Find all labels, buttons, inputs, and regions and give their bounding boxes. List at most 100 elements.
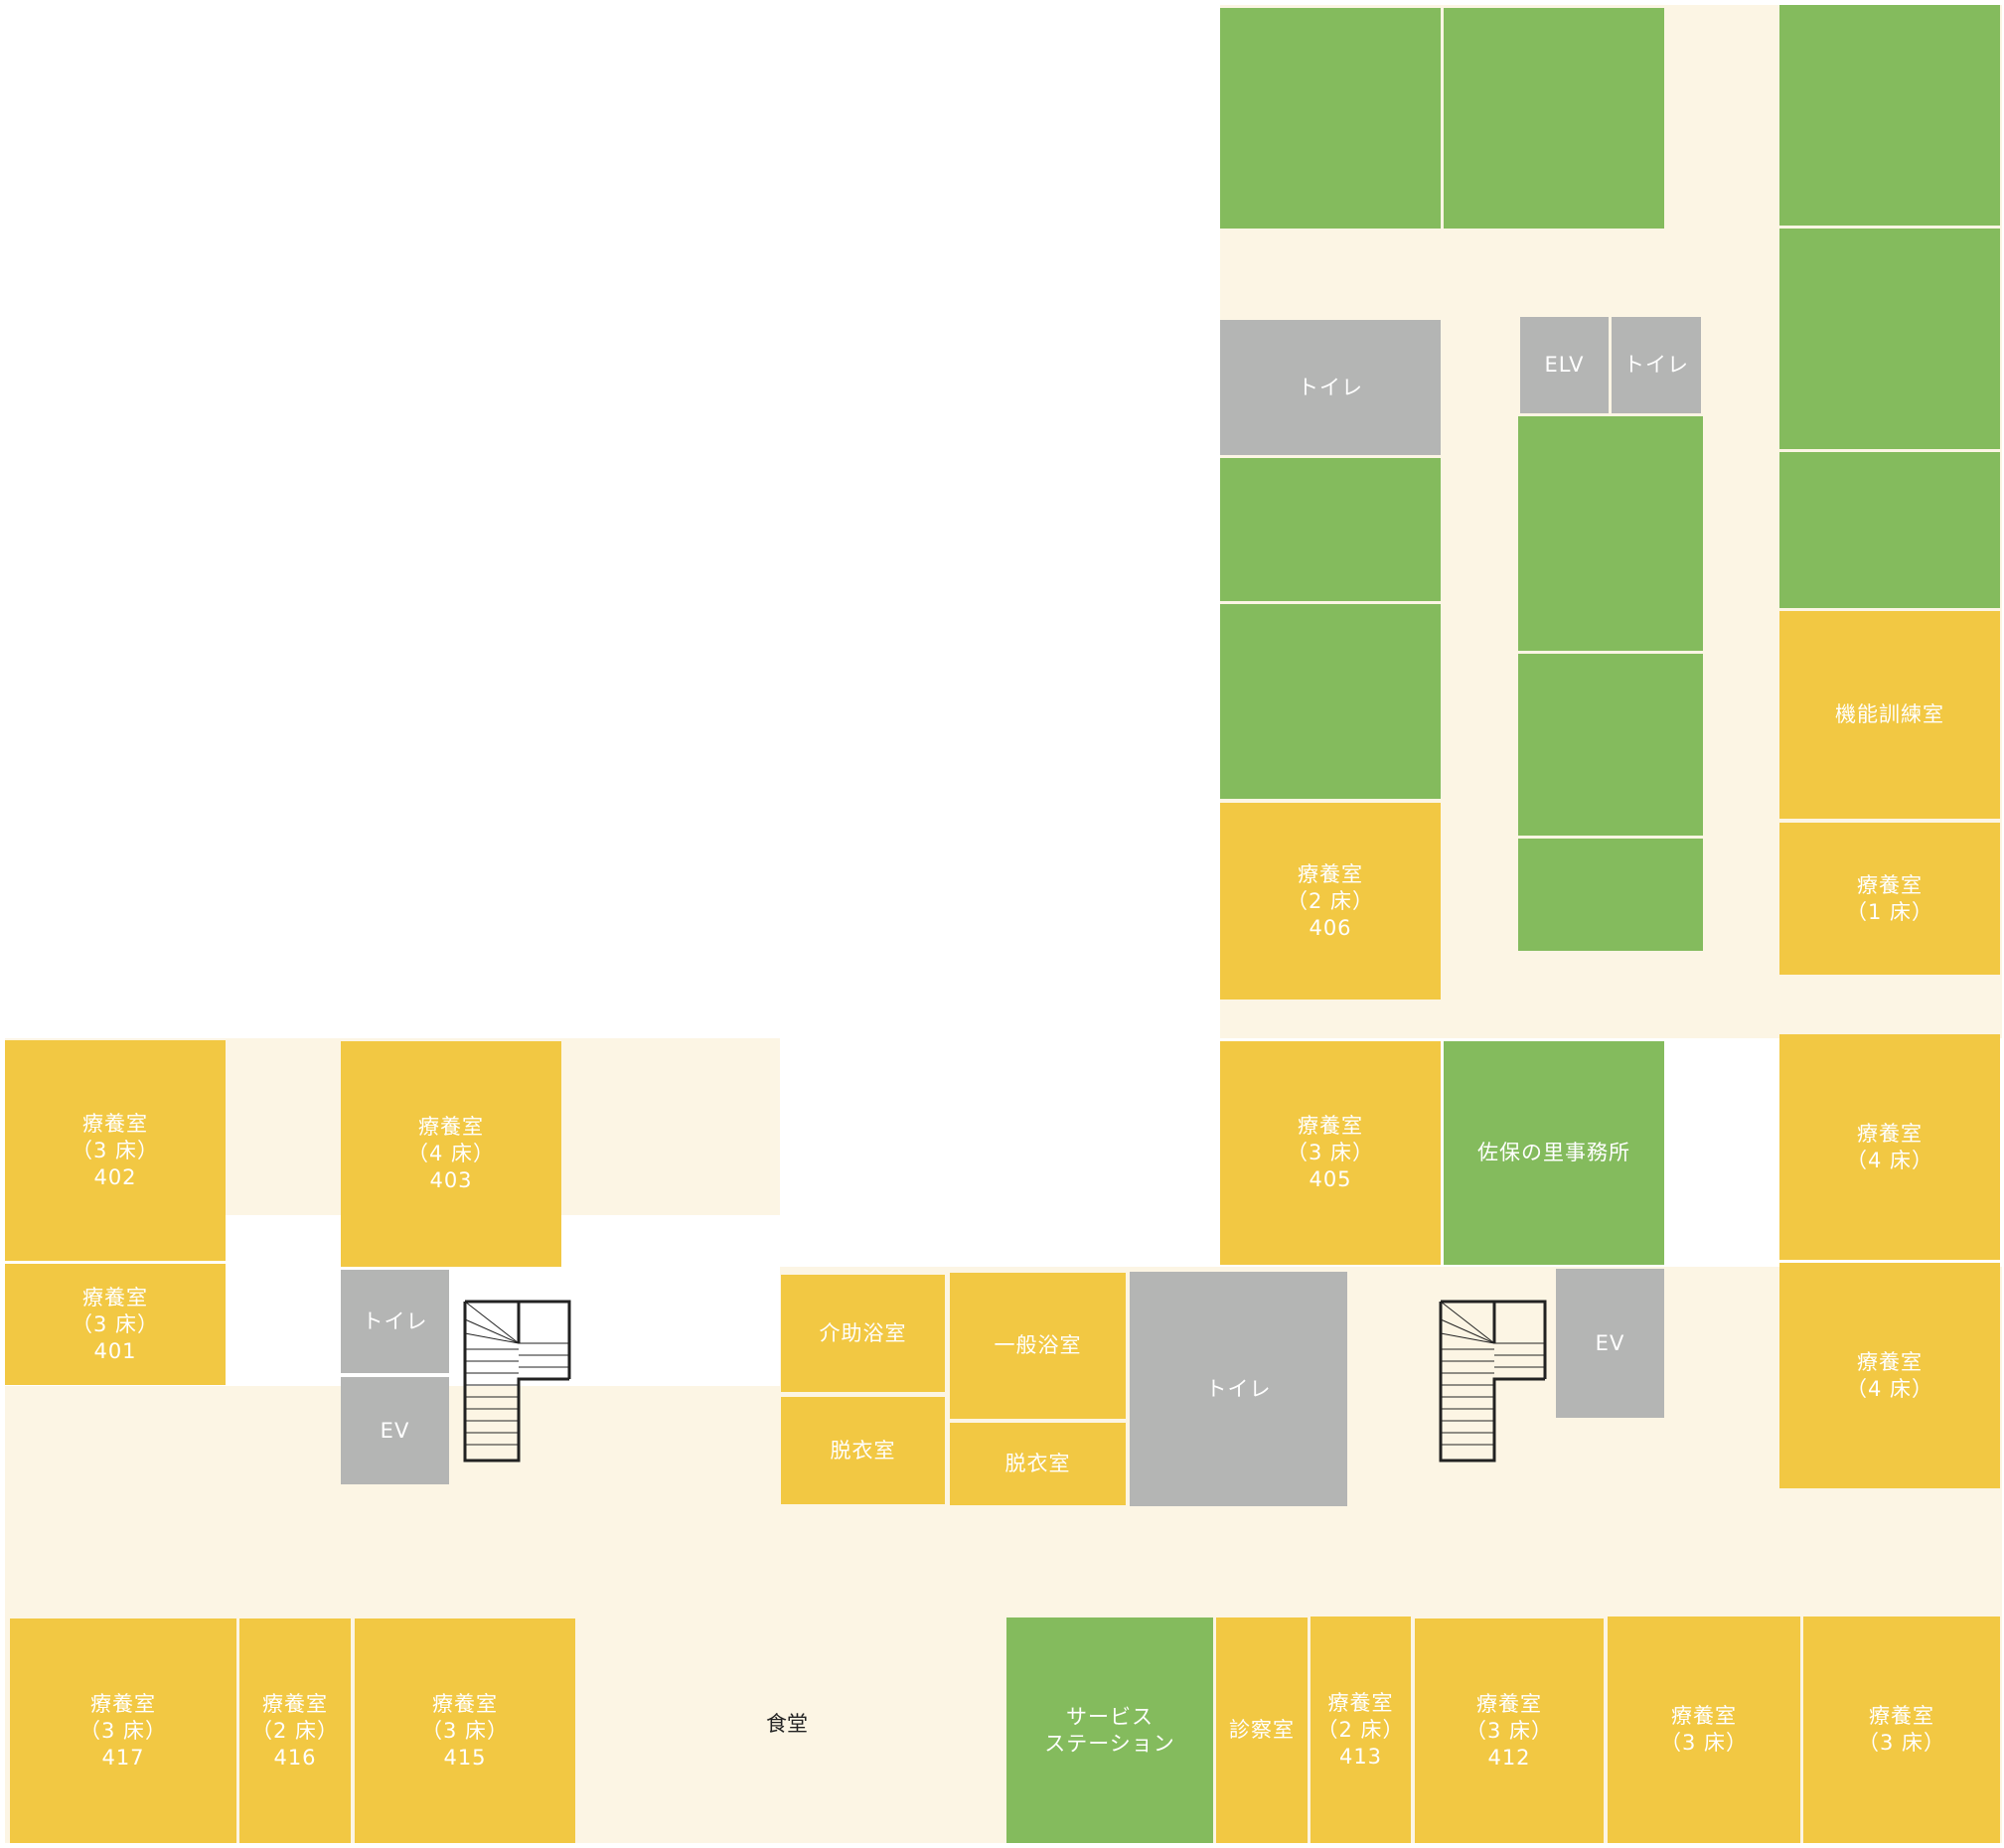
- toilet-label: トイレ: [1205, 1376, 1272, 1401]
- room-416[interactable]: 療養室 （2 床） 416: [239, 1618, 351, 1843]
- room-label: 療養室: [82, 1285, 148, 1309]
- bed-count: （4 床）: [406, 1142, 496, 1165]
- room-number: 416: [273, 1745, 317, 1770]
- service-label-2: ステーション: [1044, 1731, 1175, 1756]
- toilet-west[interactable]: トイレ: [341, 1270, 449, 1373]
- toilet-label: トイレ: [1298, 375, 1363, 399]
- bed-count: （2 床）: [250, 1718, 340, 1743]
- general-bath-label: 一般浴室: [994, 1333, 1082, 1357]
- room-413[interactable]: 療養室 （2 床） 413: [1310, 1617, 1411, 1843]
- room-green-d[interactable]: [1518, 654, 1703, 836]
- toilet-label: トイレ: [1623, 353, 1689, 377]
- room-number: 403: [429, 1168, 473, 1192]
- bed-count: （3 床）: [71, 1138, 160, 1162]
- room-401[interactable]: 療養室 （3 床） 401: [5, 1264, 226, 1385]
- room-exam[interactable]: 診察室: [1216, 1617, 1308, 1843]
- bed-count: （3 床）: [1464, 1718, 1554, 1743]
- room-number: 417: [101, 1745, 145, 1770]
- room-green-e[interactable]: [1518, 839, 1703, 951]
- room-number: 406: [1309, 915, 1352, 940]
- room-number: 412: [1487, 1745, 1531, 1770]
- room-label: 療養室: [1857, 1121, 1923, 1146]
- room-label: 療養室: [1671, 1704, 1737, 1728]
- staircase-east: [1439, 1300, 1547, 1463]
- room-north-1[interactable]: [1220, 8, 1441, 229]
- room-green-b[interactable]: [1220, 604, 1441, 799]
- service-station[interactable]: サービス ステーション: [1006, 1617, 1213, 1843]
- room-changing-1[interactable]: 脱衣室: [781, 1397, 945, 1504]
- exam-room-label: 診察室: [1229, 1718, 1295, 1742]
- elevator-east[interactable]: EV: [1556, 1269, 1664, 1418]
- room-label: 療養室: [1857, 1349, 1923, 1374]
- room-label: 療養室: [82, 1111, 148, 1136]
- room-north-2[interactable]: [1444, 8, 1664, 229]
- bed-count: （2 床）: [1286, 888, 1375, 913]
- room-number: 415: [443, 1745, 487, 1770]
- bed-count: （2 床）: [1316, 1717, 1405, 1742]
- elv-label: ELV: [1544, 353, 1585, 377]
- ev-label: EV: [1595, 1330, 1625, 1355]
- room-number: 401: [93, 1338, 137, 1363]
- dining-hall-label: 食堂: [766, 1712, 808, 1736]
- room-4bed-east-2[interactable]: 療養室 （4 床）: [1779, 1263, 2000, 1488]
- room-4bed-east-1[interactable]: 療養室 （4 床）: [1779, 1034, 2000, 1260]
- bed-count: （4 床）: [1845, 1148, 1934, 1172]
- staircase-west: [463, 1300, 571, 1463]
- room-label: 療養室: [1869, 1704, 1934, 1728]
- room-402[interactable]: 療養室 （3 床） 402: [5, 1040, 226, 1261]
- room-general-bath[interactable]: 一般浴室: [950, 1273, 1126, 1419]
- toilet-label: トイレ: [362, 1309, 428, 1333]
- room-405[interactable]: 療養室 （3 床） 405: [1220, 1041, 1441, 1265]
- bed-count: （3 床）: [1857, 1731, 1946, 1755]
- room-north-east-1[interactable]: [1779, 5, 2000, 226]
- room-changing-2[interactable]: 脱衣室: [950, 1423, 1126, 1505]
- toilet-small[interactable]: トイレ: [1612, 317, 1701, 413]
- bed-count: （3 床）: [1659, 1731, 1749, 1755]
- room-training[interactable]: 機能訓練室: [1779, 611, 2000, 819]
- bed-count: （3 床）: [78, 1718, 168, 1743]
- training-room-label: 機能訓練室: [1835, 702, 1944, 726]
- room-403[interactable]: 療養室 （4 床） 403: [341, 1041, 561, 1267]
- bed-count: （3 床）: [1286, 1141, 1375, 1164]
- ev-label: EV: [380, 1418, 410, 1443]
- room-label: 療養室: [1327, 1690, 1394, 1715]
- elevator-elv[interactable]: ELV: [1520, 317, 1609, 413]
- room-3bed-south-2[interactable]: 療養室 （3 床）: [1803, 1617, 2000, 1843]
- elevator-west[interactable]: EV: [341, 1377, 449, 1484]
- room-label: 療養室: [432, 1691, 498, 1716]
- room-3bed-south-1[interactable]: 療養室 （3 床）: [1608, 1617, 1800, 1843]
- room-label: 療養室: [1857, 872, 1923, 897]
- room-412[interactable]: 療養室 （3 床） 412: [1415, 1618, 1604, 1843]
- bed-count: （3 床）: [71, 1311, 160, 1336]
- room-1bed[interactable]: 療養室 （1 床）: [1779, 823, 2000, 975]
- room-label: 療養室: [1298, 861, 1363, 886]
- changing-room-label: 脱衣室: [830, 1438, 896, 1463]
- room-406[interactable]: 療養室 （2 床） 406: [1220, 803, 1441, 1000]
- room-green-c[interactable]: [1518, 416, 1703, 651]
- room-number: 405: [1309, 1167, 1352, 1191]
- room-number: 413: [1338, 1744, 1383, 1769]
- room-417[interactable]: 療養室 （3 床） 417: [10, 1618, 236, 1843]
- room-assisted-bath[interactable]: 介助浴室: [781, 1275, 945, 1392]
- room-label: 療養室: [418, 1115, 484, 1139]
- office-label: 佐保の里事務所: [1477, 1141, 1630, 1164]
- room-north-east-3[interactable]: [1779, 452, 2000, 608]
- room-number: 402: [93, 1164, 137, 1189]
- service-label-1: サービス: [1066, 1704, 1154, 1729]
- room-north-east-2[interactable]: [1779, 229, 2000, 449]
- assisted-bath-label: 介助浴室: [819, 1320, 907, 1345]
- room-415[interactable]: 療養室 （3 床） 415: [355, 1618, 575, 1843]
- changing-room-label: 脱衣室: [1004, 1452, 1071, 1475]
- toilet-north[interactable]: トイレ: [1220, 320, 1441, 455]
- room-label: 療養室: [1476, 1691, 1542, 1716]
- room-label: 療養室: [1298, 1114, 1363, 1138]
- room-label: 療養室: [90, 1691, 156, 1716]
- office-sahonosato[interactable]: 佐保の里事務所: [1444, 1041, 1664, 1265]
- bed-count: （3 床）: [420, 1718, 510, 1743]
- bed-count: （4 床）: [1845, 1376, 1934, 1401]
- room-label: 療養室: [262, 1691, 328, 1716]
- bed-count: （1 床）: [1845, 899, 1934, 924]
- toilet-central[interactable]: トイレ: [1130, 1272, 1347, 1506]
- room-green-a[interactable]: [1220, 458, 1441, 601]
